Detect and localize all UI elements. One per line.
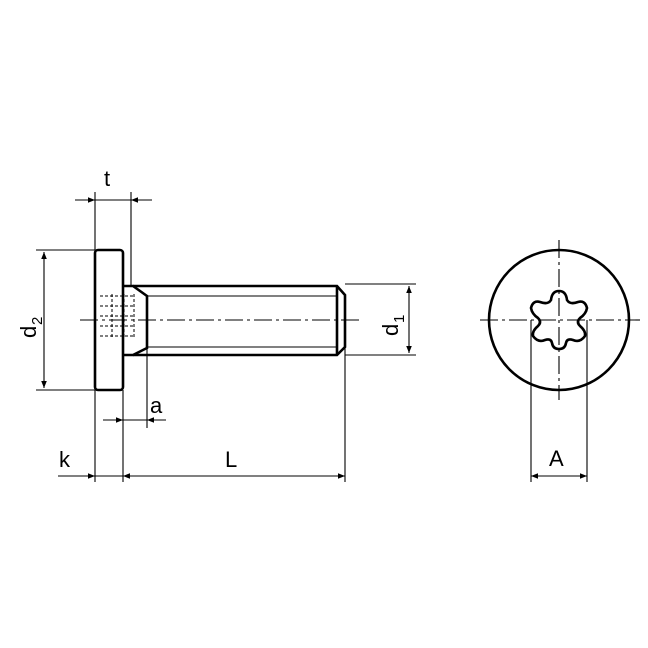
dimension-k: k <box>58 447 123 479</box>
label-L: L <box>225 447 237 472</box>
label-A: A <box>549 446 564 471</box>
side-view: t d 2 d 1 a k <box>16 166 416 482</box>
dimension-d2: d 2 <box>16 252 47 388</box>
label-d1: d <box>378 324 403 336</box>
label-t: t <box>104 166 110 191</box>
label-a: a <box>150 393 163 418</box>
dimension-A: A <box>531 446 587 479</box>
label-d1-subscript: 1 <box>391 315 408 323</box>
label-d2-subscript: 2 <box>29 317 46 325</box>
label-k: k <box>59 447 71 472</box>
dimension-a: a <box>103 393 166 423</box>
extension-lines <box>36 192 416 482</box>
dimension-d1: d 1 <box>378 286 412 353</box>
hidden-socket <box>100 294 135 338</box>
label-d2: d <box>16 326 41 338</box>
dimension-t: t <box>75 166 152 203</box>
dimension-L: L <box>123 447 345 479</box>
end-view: A <box>480 240 640 482</box>
screw-shank <box>133 284 347 357</box>
